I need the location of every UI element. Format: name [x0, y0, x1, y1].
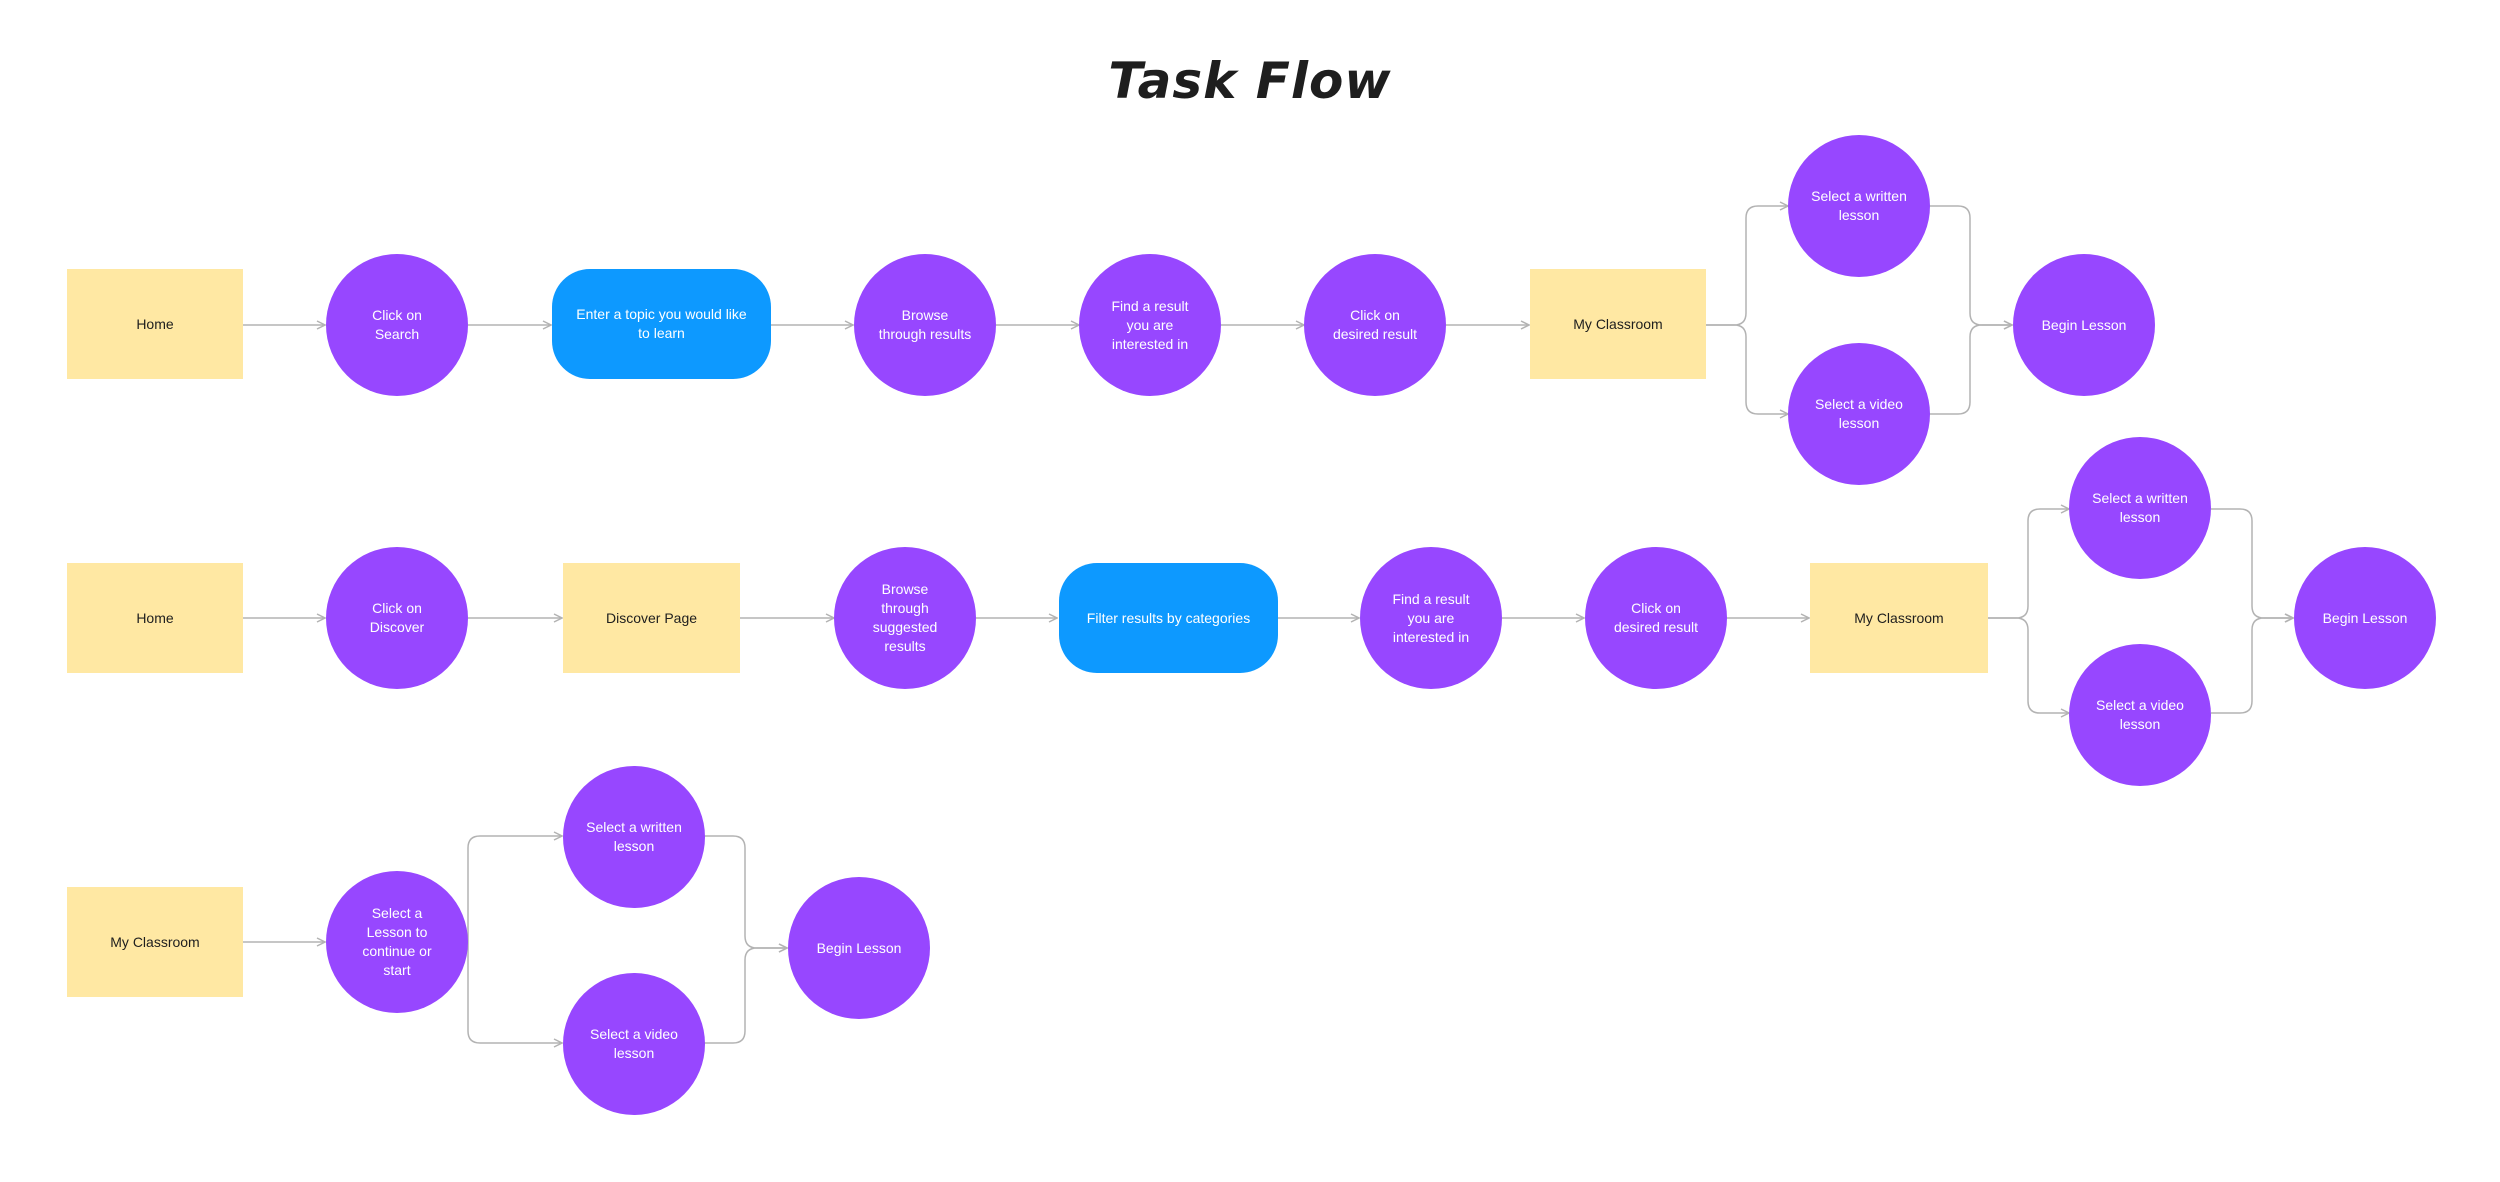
page-title: Task Flow — [1108, 52, 1392, 110]
node-click-desired-result: Click on desired result — [1304, 254, 1446, 396]
node-select-video-lesson: Select a video lesson — [1788, 343, 1930, 485]
node-click-desired-result: Click on desired result — [1585, 547, 1727, 689]
node-select-a-lesson: Select a Lesson to continue or start — [326, 871, 468, 1013]
connector — [704, 835, 787, 948]
connector — [1988, 617, 2069, 713]
node-find-result: Find a result you are interested in — [1360, 547, 1502, 689]
node-home: Home — [67, 563, 243, 673]
node-browse-suggested: Browse through suggested results — [834, 547, 976, 689]
connector — [467, 836, 562, 942]
node-select-video-lesson: Select a video lesson — [563, 973, 705, 1115]
node-home: Home — [67, 269, 243, 379]
node-filter-categories: Filter results by categories — [1059, 563, 1278, 673]
node-select-written-lesson: Select a written lesson — [563, 766, 705, 908]
connector — [1929, 205, 2012, 325]
node-begin-lesson: Begin Lesson — [2013, 254, 2155, 396]
connector — [467, 942, 562, 1043]
node-discover-page: Discover Page — [563, 563, 740, 673]
node-select-video-lesson: Select a video lesson — [2069, 644, 2211, 786]
node-begin-lesson: Begin Lesson — [2294, 547, 2436, 689]
node-my-classroom: My Classroom — [67, 887, 243, 997]
connector — [1988, 509, 2069, 619]
node-click-on-search: Click on Search — [326, 254, 468, 396]
node-my-classroom: My Classroom — [1530, 269, 1706, 379]
node-find-result: Find a result you are interested in — [1079, 254, 1221, 396]
node-browse-results: Browse through results — [854, 254, 996, 396]
node-select-written-lesson: Select a written lesson — [1788, 135, 1930, 277]
connector — [1929, 325, 2012, 415]
node-my-classroom: My Classroom — [1810, 563, 1988, 673]
node-select-written-lesson: Select a written lesson — [2069, 437, 2211, 579]
connector — [1706, 206, 1788, 326]
connector — [2211, 618, 2293, 714]
connector — [1706, 324, 1788, 414]
node-enter-topic: Enter a topic you would like to learn — [552, 269, 771, 379]
node-click-on-discover: Click on Discover — [326, 547, 468, 689]
node-begin-lesson: Begin Lesson — [788, 877, 930, 1019]
connector — [2211, 508, 2293, 618]
connector — [704, 948, 787, 1044]
